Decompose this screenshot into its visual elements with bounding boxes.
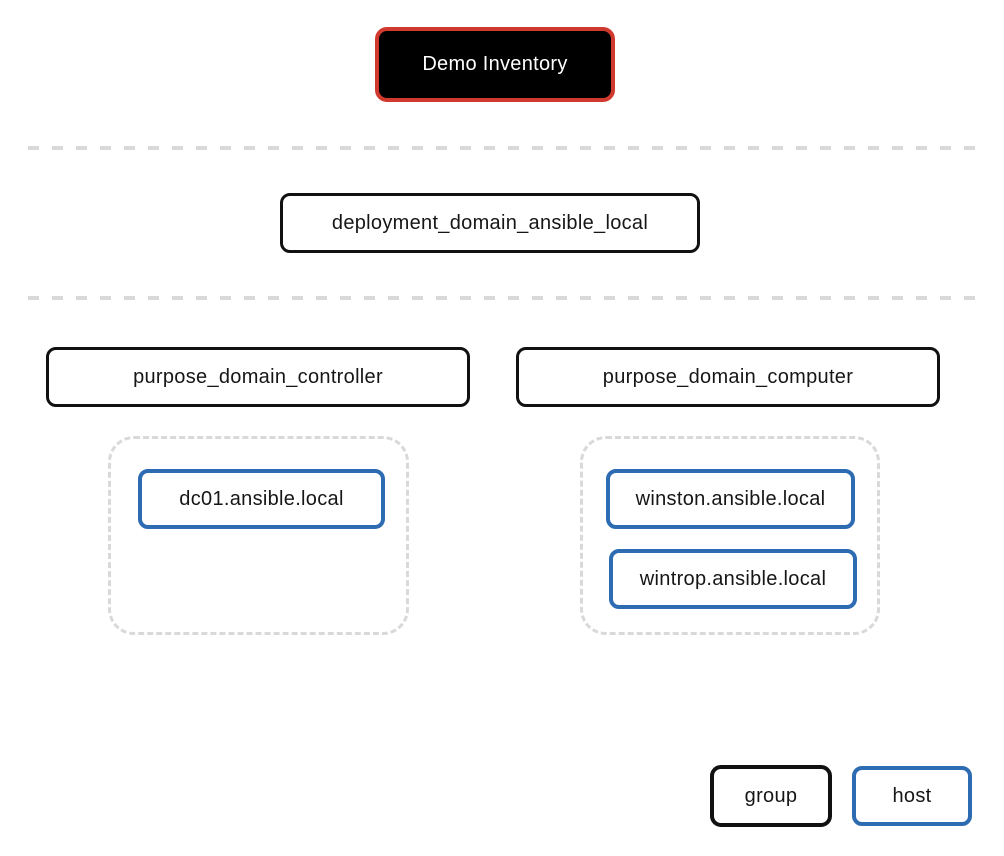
legend-group-swatch: group — [710, 765, 832, 827]
node-deployment-domain: deployment_domain_ansible_local — [280, 193, 700, 253]
hosts-container-controller: dc01.ansible.local — [108, 436, 409, 635]
hosts-container-computer: winston.ansible.local wintrop.ansible.lo… — [580, 436, 880, 635]
node-host-dc01: dc01.ansible.local — [138, 469, 385, 529]
node-host-wintrop: wintrop.ansible.local — [609, 549, 857, 609]
node-host-winston: winston.ansible.local — [606, 469, 855, 529]
node-demo-inventory: Demo Inventory — [375, 27, 615, 102]
node-purpose-domain-computer: purpose_domain_computer — [516, 347, 940, 407]
node-purpose-domain-controller: purpose_domain_controller — [46, 347, 470, 407]
dashed-separator-top — [28, 146, 976, 150]
legend-host-swatch: host — [852, 766, 972, 826]
dashed-separator-bottom — [28, 296, 976, 300]
